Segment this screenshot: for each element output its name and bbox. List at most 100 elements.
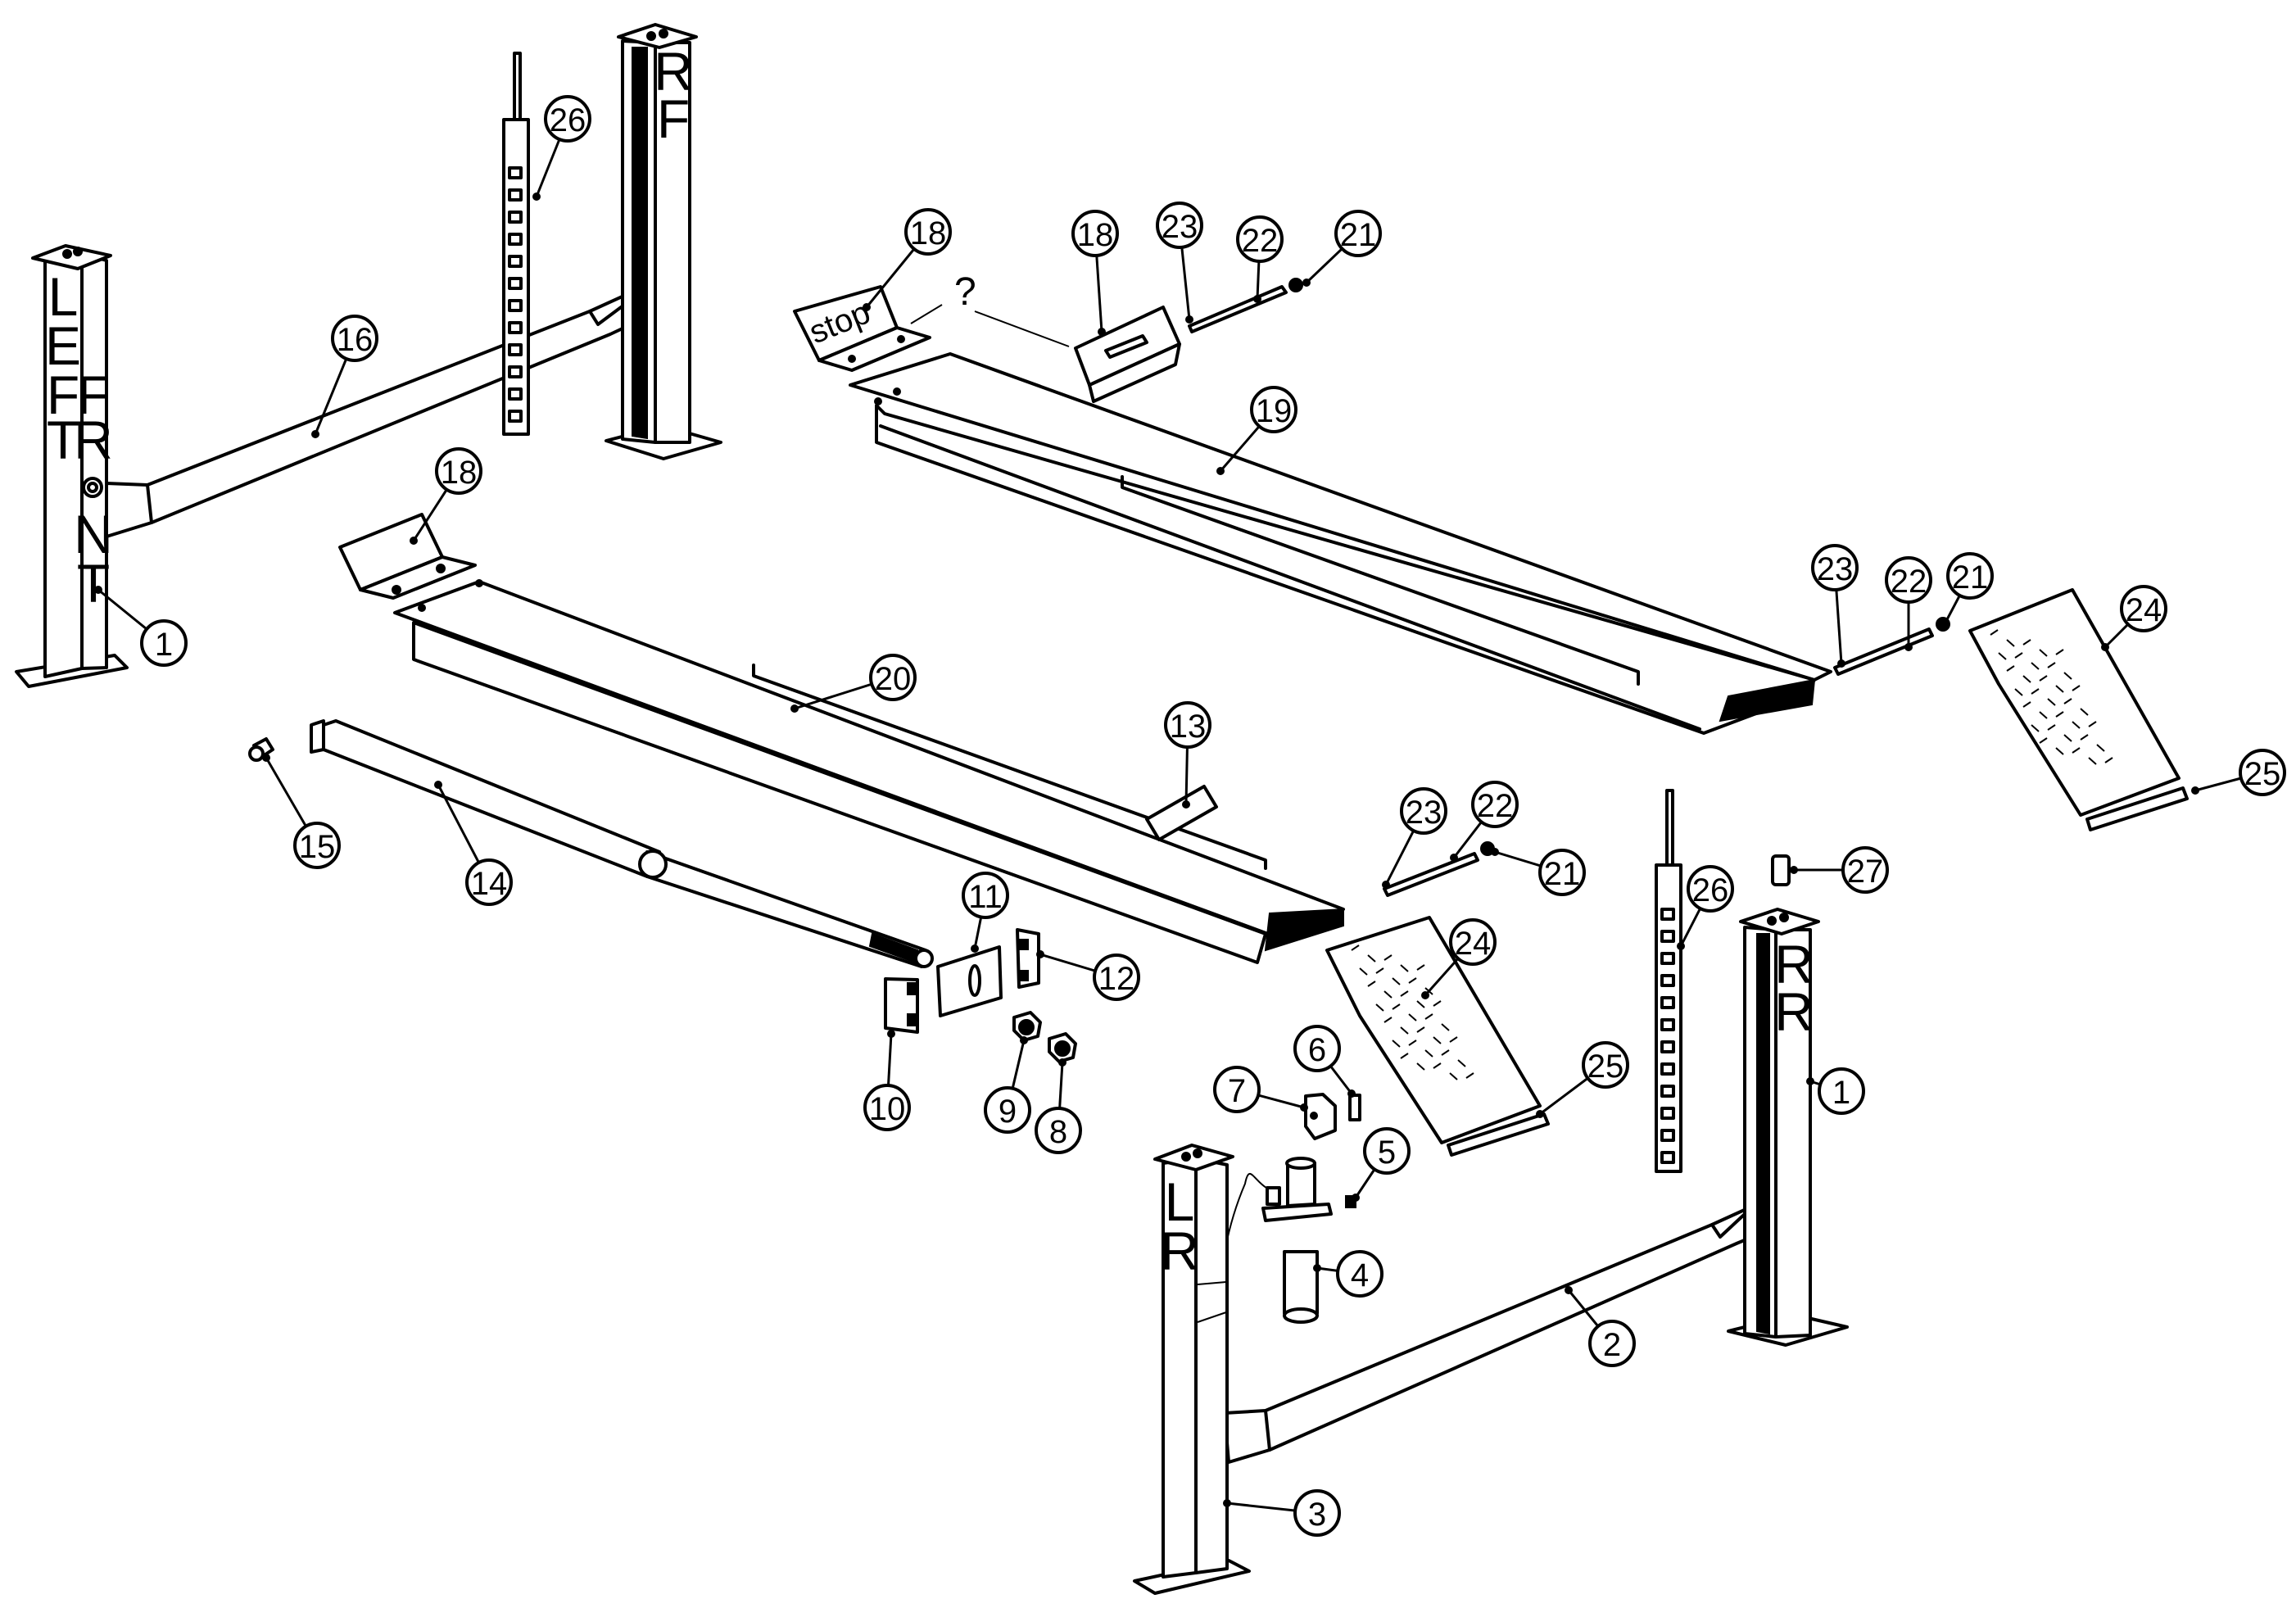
ladder-slot (1660, 930, 1675, 943)
leader-arrowhead (311, 430, 319, 438)
callout-right-runway: 19 (1250, 386, 1297, 433)
tread-mark (1416, 1000, 1425, 1008)
ladder-slot (1660, 996, 1675, 1009)
callout-circle (465, 858, 513, 906)
callout-circle (1841, 846, 1889, 894)
ladder-slot (508, 211, 523, 224)
callout-right-rear-post: 1 (1818, 1067, 1865, 1115)
tread-mark (1383, 990, 1393, 999)
callout-number: 25 (1587, 1049, 1624, 1085)
cylinder-bracket-10 (884, 977, 919, 1034)
ladder-slot (508, 188, 523, 202)
leader-arrowhead (410, 537, 418, 545)
callout-number: 25 (2244, 756, 2281, 792)
callout-number: 24 (2126, 592, 2162, 628)
callout-number: 26 (550, 102, 586, 138)
mounting-plate-7 (1304, 1093, 1337, 1140)
ladder-slot (508, 255, 523, 268)
callout-nut: 8 (1035, 1107, 1082, 1154)
callout-number: 5 (1378, 1135, 1396, 1171)
callout-number: 16 (337, 322, 374, 358)
tread-mark (2055, 649, 2064, 655)
axle-rod-mid (1383, 841, 1495, 897)
hinge-plate-right (2085, 786, 2189, 831)
tread-mark (2031, 724, 2040, 732)
tread-mark (2039, 649, 2048, 657)
callout-cap: 21 (1538, 849, 1586, 896)
callout-circle (962, 872, 1009, 919)
callout-power-unit: 4 (1336, 1250, 1383, 1298)
tread-mark (1400, 1053, 1409, 1059)
callout-circle (904, 208, 952, 256)
ladder-slot (1660, 1151, 1675, 1164)
post-letter: L (48, 266, 79, 327)
tread-mark (2088, 757, 2097, 765)
leader-arrowhead (1491, 848, 1499, 856)
leader-arrowhead (1058, 1058, 1066, 1067)
callout-stop-plate: 18 (904, 208, 952, 256)
tread-mark (1990, 629, 1999, 636)
tread-mark (1424, 1013, 1433, 1020)
post-letter: R (74, 410, 113, 470)
ladder-slot (508, 233, 523, 246)
tread-mark (1424, 1049, 1433, 1058)
tread-mark (2014, 688, 2023, 696)
tread-mark (1351, 944, 1360, 951)
callout-number: 19 (1256, 393, 1293, 429)
tread-mark (1441, 1049, 1450, 1056)
stop-plate-left (338, 513, 477, 600)
callout-number: 13 (1170, 709, 1207, 745)
ladder-slot (1660, 1040, 1675, 1053)
callout-circle (1538, 849, 1586, 896)
tread-mark (2047, 724, 2056, 731)
callout-circle (1071, 210, 1119, 257)
ladder-slot (1660, 1085, 1675, 1098)
callout-circle (1471, 781, 1519, 828)
callout-safety-ladder: 26 (1687, 865, 1734, 913)
callout-number: 10 (869, 1091, 906, 1127)
callout-stop-plate: 18 (435, 447, 482, 495)
leader-arrowhead (887, 1030, 895, 1038)
callout-number: 11 (968, 879, 1003, 915)
clamp-bracket-12 (1016, 928, 1040, 989)
callout-circle (1293, 1489, 1341, 1537)
tread-mark (2022, 675, 2031, 683)
leader-arrowhead (971, 944, 979, 953)
tread-mark (2072, 685, 2081, 691)
post-letter: R (1160, 1221, 1199, 1281)
ladder-slot (1660, 1129, 1675, 1142)
callout-number: 26 (1692, 872, 1729, 908)
tread-mark (1408, 1040, 1417, 1046)
left-rear-post: L R (1133, 1144, 1251, 1595)
callout-cotter-pin: 23 (1811, 544, 1859, 591)
tread-mark (2096, 744, 2105, 752)
callout-circle (863, 1084, 911, 1131)
callout-number: 2 (1603, 1327, 1621, 1363)
tread-mark (2039, 737, 2048, 744)
leader-arrowhead (1382, 881, 1390, 889)
callout-circle (435, 447, 482, 495)
leader-arrowhead (1253, 295, 1261, 303)
callout-hydraulic-cylinder: 14 (465, 858, 513, 906)
leader-arrowhead (1036, 950, 1044, 958)
right-rear-post: R R (1727, 908, 1849, 1347)
ladder-slot (1660, 1018, 1675, 1031)
nut-9 (1012, 1011, 1042, 1042)
ladder-slot (508, 387, 523, 401)
callout-number: 1 (1832, 1075, 1850, 1111)
callout-circle (293, 822, 341, 869)
tread-mark (2088, 721, 2097, 727)
tread-mark (1375, 967, 1384, 974)
ladder-slot (1660, 974, 1675, 987)
tread-mark (1433, 1036, 1442, 1044)
tread-mark (1400, 990, 1409, 997)
stop-plate-stop: stop (793, 285, 931, 372)
hinge-plate-center (1447, 1112, 1550, 1157)
callout-axle-rod: 22 (1471, 781, 1519, 828)
callout-number: 3 (1308, 1497, 1326, 1533)
right-front-post: R F (605, 23, 722, 460)
leader-arrowhead (532, 193, 541, 201)
safety-ladder-rear (1655, 789, 1682, 1173)
tread-mark (2063, 672, 2072, 680)
